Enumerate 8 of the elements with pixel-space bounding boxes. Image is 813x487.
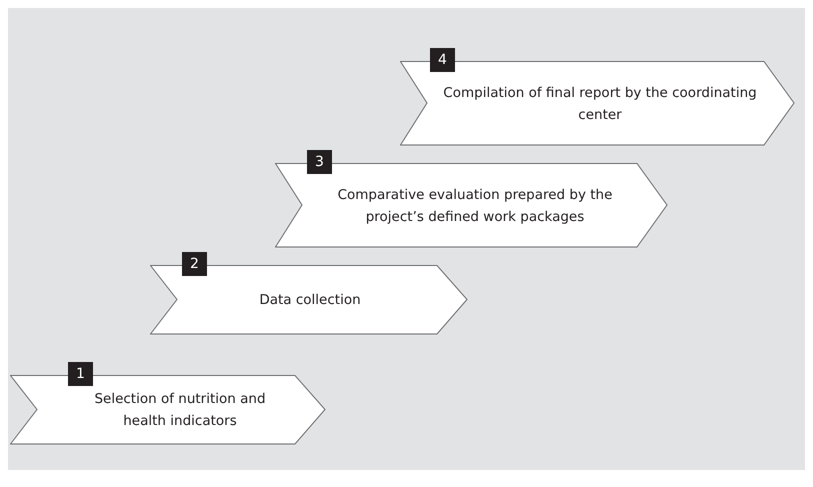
step-label: Comparative evaluation prepared by the project’s defined work packages xyxy=(336,186,614,226)
step-label: Selection of nutrition and health indicators xyxy=(93,390,267,431)
step-number: 4 xyxy=(430,48,455,72)
step-number: 2 xyxy=(182,252,207,276)
step-number: 3 xyxy=(307,150,332,174)
step-label: Compilation of final report by the coordinating center xyxy=(442,84,758,124)
step-label: Data collection xyxy=(258,291,362,310)
step-number: 1 xyxy=(68,362,93,386)
